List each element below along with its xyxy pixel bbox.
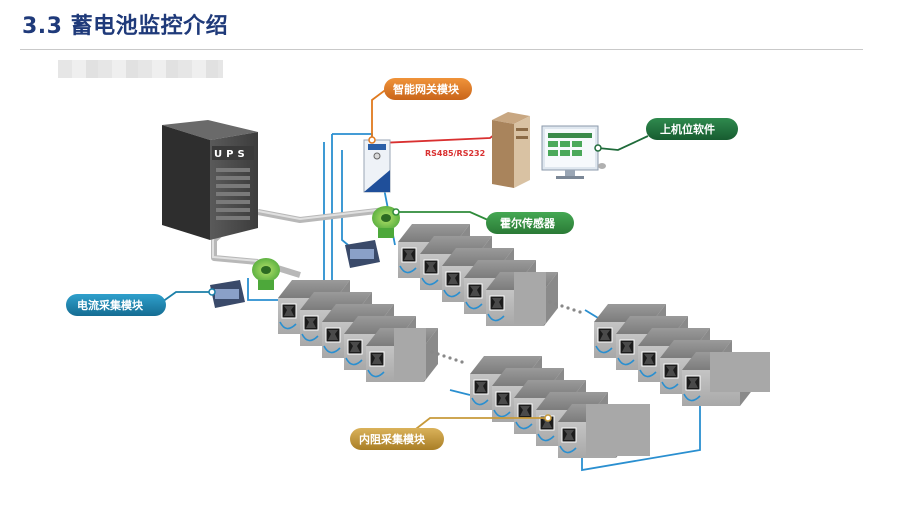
hall-sensor-label: 霍尔传感器 <box>500 216 556 230</box>
current-module-device-1 <box>345 240 380 268</box>
gateway-leader <box>371 87 389 140</box>
battery-group-bottom <box>469 355 650 459</box>
ups-cabinet: UPS <box>162 120 258 240</box>
resistance-callout: 内阻采集模块 <box>350 428 444 450</box>
blurred-caption <box>58 60 223 78</box>
current-module-device-2 <box>210 280 245 308</box>
hall-leader <box>396 211 489 221</box>
battery-group-left <box>277 279 439 383</box>
rs-protocol-label: RS485/RS232 <box>425 149 485 158</box>
title-divider <box>20 49 863 50</box>
pc-monitor <box>541 125 606 179</box>
continuation-dots <box>430 300 582 364</box>
battery-group-top <box>397 223 559 327</box>
hall-sensor-2 <box>252 258 280 290</box>
host-software-label: 上机位软件 <box>660 122 715 136</box>
gateway-callout: 智能网关模块 <box>384 78 472 100</box>
gateway-label: 智能网关模块 <box>393 82 460 96</box>
resistance-leader <box>411 417 548 433</box>
pc-tower <box>492 112 530 188</box>
current-callout: 电流采集模块 <box>66 294 166 316</box>
ups-label: UPS <box>214 149 249 160</box>
current-module-label: 电流采集模块 <box>77 298 144 312</box>
page-title: 3.3 蓄电池监控介绍 <box>22 14 229 39</box>
hall-callout: 霍尔传感器 <box>486 212 574 234</box>
resistance-module-label: 内阻采集模块 <box>359 432 426 446</box>
host-callout: 上机位软件 <box>646 118 738 140</box>
current-leader <box>161 291 212 303</box>
rs-cable <box>379 131 499 144</box>
gateway-device <box>363 139 391 193</box>
host-leader <box>597 135 649 151</box>
battery-group-right <box>593 303 770 407</box>
